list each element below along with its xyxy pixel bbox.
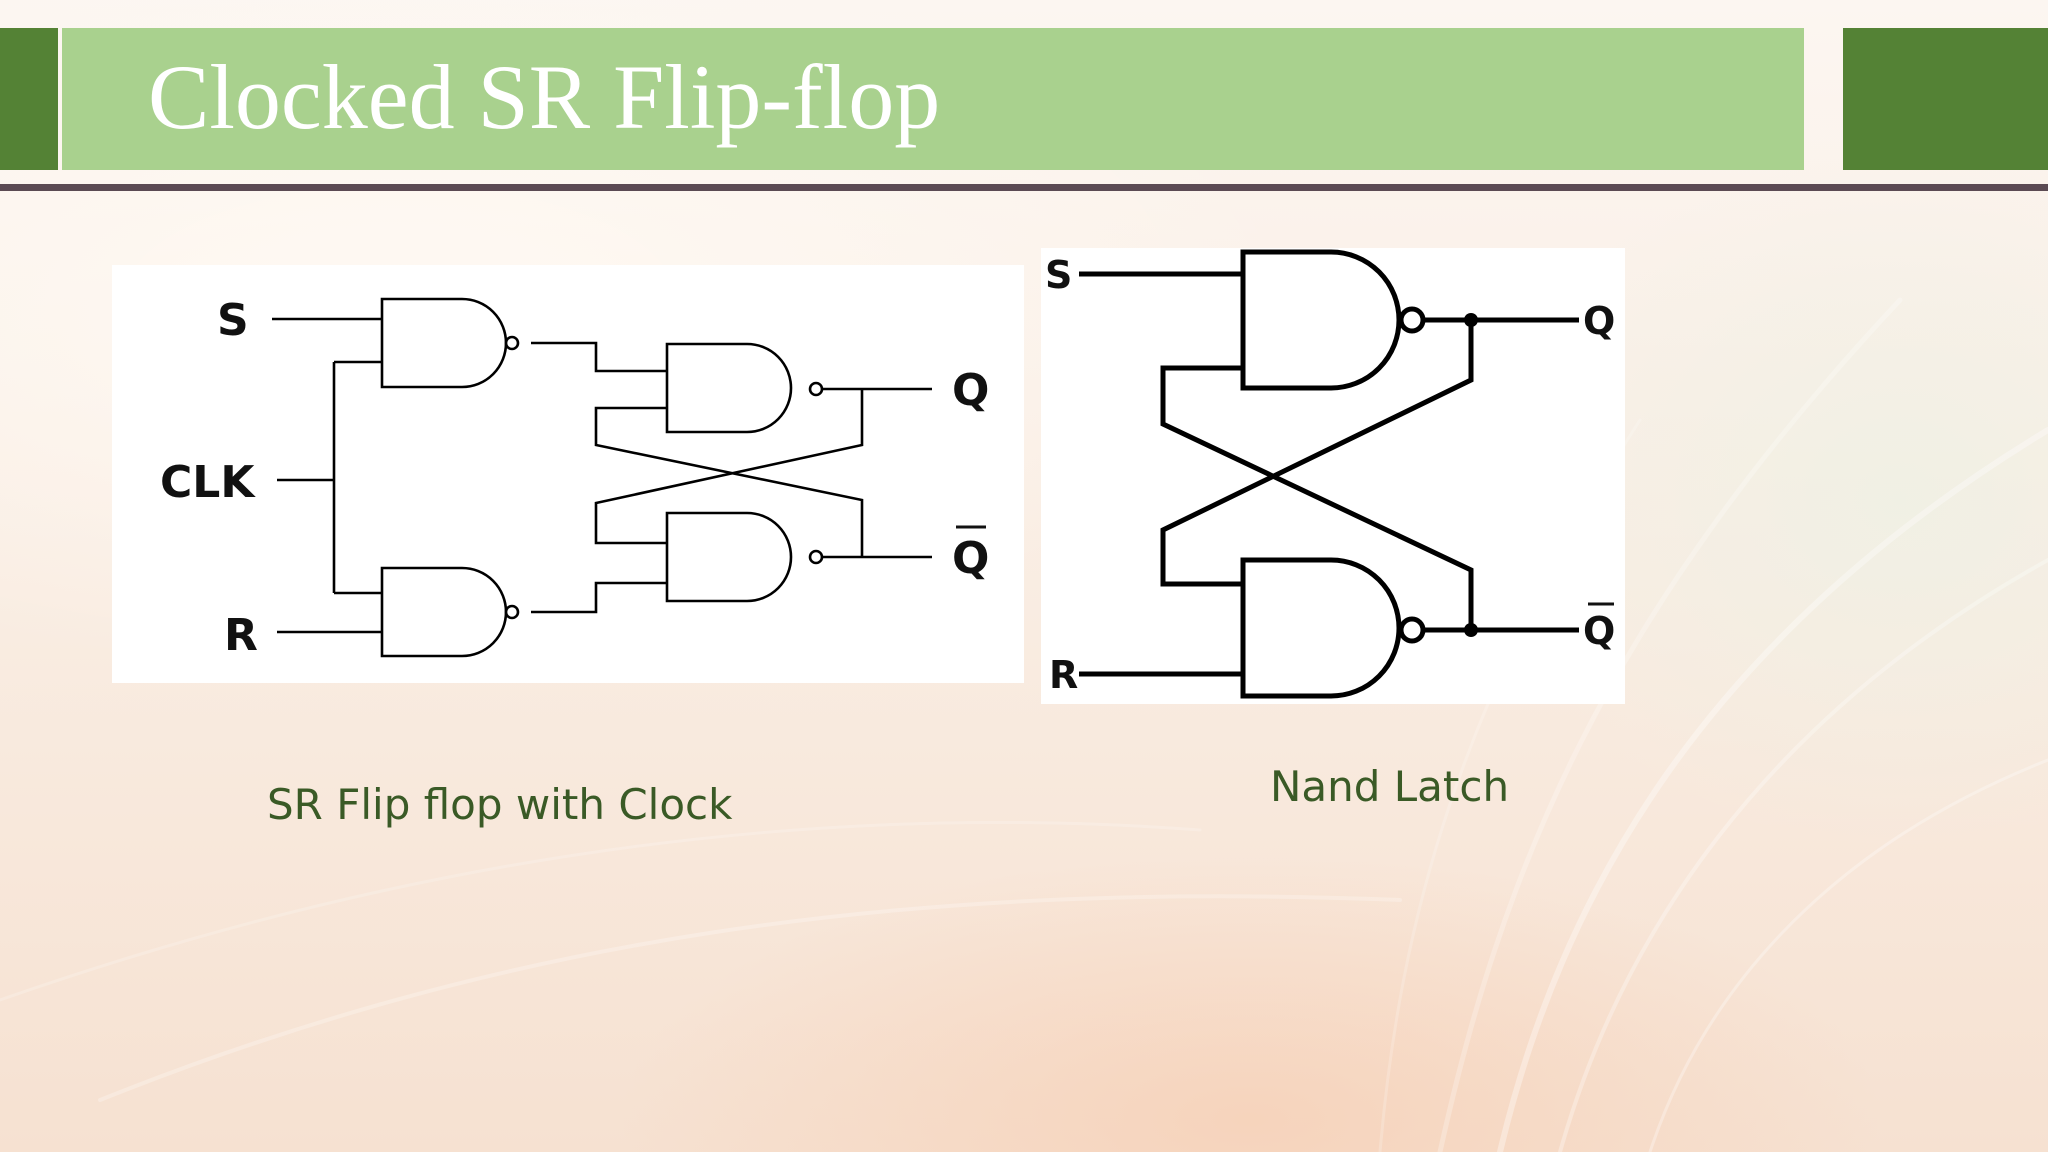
wire-gate2-to-gate4 [531,581,667,614]
inverter-bubble [504,335,520,351]
nand-gate-r [380,566,508,658]
junction-dot [1464,313,1478,327]
latch-gates [1240,249,1426,699]
nand-gate-s [380,297,508,389]
label-s: S [1045,253,1072,297]
inverter-bubble [504,604,520,620]
inverter-bubble [1398,616,1426,644]
nand-gate-qbar [665,511,793,603]
inverter-bubble [808,381,824,397]
caption-nand-latch: Nand Latch [1270,762,1510,811]
label-s: S [217,295,249,346]
nand-gate-bottom [1240,557,1402,699]
wire-q-feedback [594,389,864,545]
label-r: R [224,610,258,661]
wire-gate1-to-gate3 [531,341,667,373]
wire-qbar-feedback [1160,365,1474,630]
sr-clk-wiring [272,317,932,634]
inverter-bubble [808,549,824,565]
nand-gate-top [1240,249,1402,391]
nand-gate-q [665,342,793,434]
label-qbar: Q [952,533,989,584]
wire-q-feedback [1160,320,1474,587]
nand-gates [380,297,824,658]
header-band-right-accent [1843,28,2048,170]
label-clk: CLK [160,457,256,508]
sr-flip-flop-diagram: S CLK R Q Q [112,265,1024,683]
header-band [62,28,1804,170]
inverter-bubble [1398,306,1426,334]
nand-latch-diagram: S R Q Q [1041,248,1625,704]
caption-sr-flip-flop: SR Flip flop with Clock [267,780,733,829]
label-q: Q [1583,299,1615,343]
slide-title: Clocked SR Flip-flop [148,46,941,148]
label-r: R [1049,653,1078,697]
label-q: Q [952,365,989,416]
wire-qbar-feedback [594,406,864,557]
junction-dot [1464,623,1478,637]
header-band-left-accent [0,28,58,170]
latch-wiring [1079,271,1579,677]
header-divider-rule [0,184,2048,191]
label-qbar: Q [1583,609,1615,653]
